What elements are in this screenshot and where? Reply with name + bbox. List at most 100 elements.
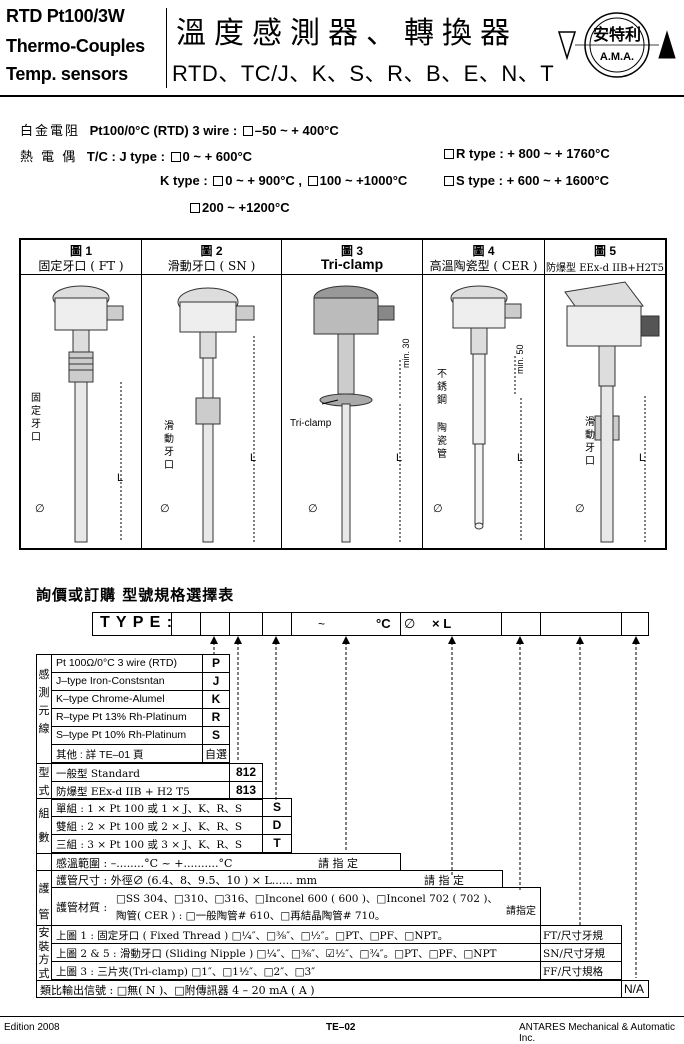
- sensor-code: S: [211, 728, 220, 742]
- checkbox[interactable]: [170, 152, 181, 162]
- spec-r-type: R type : + 800 ~ + 1760°C: [442, 146, 610, 161]
- figure-number: 圖 1: [69, 244, 92, 258]
- footer-rule: [0, 1016, 684, 1017]
- sensor-code: R: [211, 710, 221, 724]
- sensor-code: J: [212, 674, 220, 688]
- type-box-signal[interactable]: [621, 612, 649, 636]
- count-row-text: 三組 : 3 × Pt 100 或 3 × J、K、R、S: [56, 839, 243, 851]
- sensor-row-text: 其他 : 詳 TE–01 頁: [56, 749, 144, 761]
- figure-panel: 圖 1 固定牙口 ( FT ) 固定牙口 L ∅ 圖 2 滑動牙口 ( SN ): [19, 238, 667, 550]
- header-left-block: RTD Pt100/3W Thermo-Couples Temp. sensor…: [0, 0, 166, 92]
- spec-k-range1: 0 ~ + 900°C ,: [225, 173, 303, 188]
- tube-material-label: 護管材質 :: [56, 901, 108, 914]
- spec-rtd-line: 白金電阻 Pt100/0°C (RTD) 3 wire : –50 ~ + 40…: [20, 120, 339, 139]
- type-degc: °C: [376, 616, 391, 631]
- model-code: 813: [235, 783, 257, 797]
- type-dia: ∅: [404, 616, 416, 631]
- sensor-row-text: Pt 100Ω/0°C 3 wire (RTD): [56, 657, 177, 669]
- figure-name: 防爆型 EEx-d IIB+H2T5: [546, 263, 664, 274]
- install-row-text: 上圖 1 : 固定牙口 ( Fixed Thread ) □¼″、□⅜″、□½″…: [56, 930, 449, 942]
- sensor-row-text: R–type Pt 13% Rh-Platinum: [56, 711, 187, 723]
- type-box-thread[interactable]: [540, 612, 622, 636]
- count-row-text: 單組 : 1 × Pt 100 或 1 × J、K、R、S: [56, 803, 243, 815]
- type-box-install[interactable]: [501, 612, 541, 636]
- checkbox[interactable]: [307, 176, 318, 186]
- signal-text: 類比輸出信號 : □無( N )、□附傳訊器 4 – 20 mA ( A ): [40, 984, 315, 997]
- type-box-model2[interactable]: [229, 612, 263, 636]
- figure-name: 固定牙口 ( FT ): [38, 259, 124, 273]
- count-group-label: 組數: [38, 807, 50, 844]
- install-code: SN/尺寸牙規: [543, 948, 605, 960]
- sensor-code: P: [211, 656, 220, 670]
- length-label: L: [250, 452, 257, 464]
- min-label: min. 30: [401, 338, 411, 368]
- header-line-2: Thermo-Couples: [6, 36, 145, 56]
- spec-rtd-label: 白金電阻: [20, 124, 81, 139]
- spec-k-range3: 200 ~ +1200°C: [202, 200, 290, 215]
- checkbox[interactable]: [444, 176, 454, 186]
- count-row-text: 雙組 : 2 × Pt 100 或 2 × J、K、R、S: [56, 821, 243, 833]
- type-box-model[interactable]: [200, 612, 230, 636]
- checkbox[interactable]: [213, 176, 224, 186]
- sensor-drawing-triclamp: [313, 285, 401, 543]
- spec-rtd-text: Pt100/0°C (RTD) 3 wire :: [89, 123, 238, 138]
- min-label: min. 50: [515, 344, 525, 374]
- figure-number: 圖 5: [593, 244, 616, 258]
- type-box-sensor[interactable]: [171, 612, 201, 636]
- spec-k-range2: 100 ~ +1000°C: [319, 173, 408, 188]
- order-title: 詢價或訂購 型號規格選擇表: [36, 586, 235, 604]
- figure-2: 圖 2 滑動牙口 ( SN ) 滑動牙口 L ∅: [142, 240, 282, 548]
- triclamp-label: Tri-clamp: [290, 418, 332, 429]
- diameter-label: ∅: [308, 503, 318, 515]
- footer-company: ANTARES Mechanical & Automatic Inc.: [519, 1022, 675, 1044]
- sensor-drawing-exd: [564, 281, 660, 543]
- logo-text: 安特利: [593, 25, 641, 44]
- signal-code-cell: [621, 980, 649, 998]
- temp-please-specify: 請 指 定: [318, 857, 358, 870]
- sensor-drawing-ft: [52, 285, 124, 543]
- spec-r-type-text: R type : + 800 ~ + 1760°C: [456, 146, 610, 161]
- model-code-cell: [229, 781, 263, 800]
- install-group-label: 安裝方式: [38, 926, 50, 980]
- count-code: D: [272, 818, 282, 832]
- checkbox[interactable]: [444, 149, 454, 159]
- length-label: L: [396, 452, 403, 464]
- footer-edition: Edition 2008: [4, 1022, 60, 1033]
- checkbox[interactable]: [190, 203, 200, 213]
- spec-k-line2: 200 ~ +1200°C: [188, 200, 290, 215]
- title-english: RTD、TC/J、K、S、R、B、E、N、T: [172, 61, 555, 86]
- figure-side-label: 固定牙口: [31, 393, 41, 443]
- type-box-count[interactable]: [262, 612, 292, 636]
- figure-header-rule: [545, 274, 665, 275]
- temp-group-cell: [36, 853, 52, 871]
- sensor-code: K: [211, 692, 221, 706]
- footer-page-code: TE–02: [326, 1022, 356, 1033]
- install-row-text: 上圖 2 & 5 : 滑動牙口 (Sliding Nipple ) □¼″、□⅜…: [56, 948, 497, 960]
- spec-k-line: K type : 0 ~ + 900°C , 100 ~ +1000°C: [160, 173, 407, 188]
- spec-s-type-text: S type : + 600 ~ + 1600°C: [456, 173, 609, 188]
- figure-4: 圖 4 高溫陶瓷型 ( CER ) min. 50 不銹鋼 陶瓷管 L ∅: [423, 240, 545, 548]
- signal-code: N/A: [624, 982, 645, 996]
- tube-size-text: 護管尺寸 : 外徑∅ (6.4、8、9.5、10 ) × L...... mm: [56, 874, 318, 887]
- sensor-code: 自選: [205, 748, 227, 761]
- checkbox[interactable]: [242, 126, 253, 136]
- type-tilde: ~: [318, 617, 326, 631]
- figure-side-label-steel: 不銹鋼: [437, 369, 447, 406]
- figure-number: 圖 3: [340, 244, 363, 258]
- figure-header-rule: [21, 274, 141, 275]
- diameter-label: ∅: [575, 503, 585, 515]
- tube-group-label: 護管: [38, 882, 50, 921]
- sensor-drawing-cer: [450, 285, 522, 542]
- spec-tc-label: 熱 電 偶: [20, 150, 78, 165]
- tube-please-specify: 請 指 定: [424, 874, 464, 887]
- header-line-1: RTD Pt100/3W: [6, 6, 125, 26]
- sensor-row-text: K–type Chrome-Alumel: [56, 693, 165, 705]
- spec-s-type: S type : + 600 ~ + 1600°C: [442, 173, 609, 188]
- sensor-row-text: S–type Pt 10% Rh-Platinum: [56, 729, 187, 741]
- tube-material-line1: □SS 304、□310、□316、□Inconel 600 ( 600 )、□…: [116, 893, 498, 905]
- model-row-text: 一般型 Standard: [56, 768, 140, 780]
- figure-header-rule: [423, 274, 544, 275]
- figure-side-label-ceramic: 陶瓷管: [437, 423, 447, 460]
- type-label: T Y P E :: [100, 614, 174, 631]
- figure-header-rule: [142, 274, 281, 275]
